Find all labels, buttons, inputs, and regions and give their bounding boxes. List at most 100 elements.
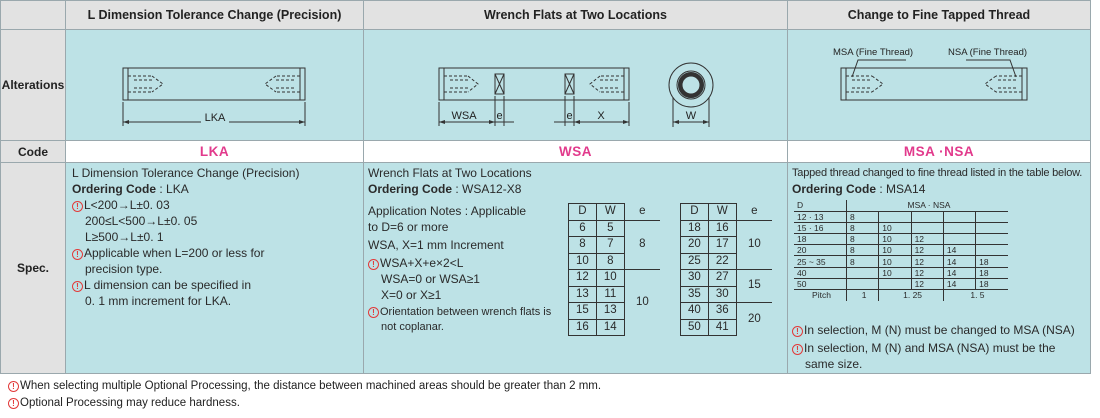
msa-note-2: !In selection, M (N) and MSA (NSA) must … (792, 341, 1055, 357)
nsa-fine-label: NSA (Fine Thread) (948, 47, 1027, 58)
note-icon: ! (368, 259, 379, 270)
note-icon: ! (72, 281, 83, 292)
wsa-drawing: WSA e e X W (438, 62, 714, 127)
msa-ordering-code: Ordering Code : MSA14 (792, 182, 926, 196)
footnote-1: !When selecting multiple Optional Proces… (8, 380, 601, 392)
th-d: D (568, 203, 597, 221)
lka-drawing-cell: LKA (65, 29, 364, 141)
note-icon: ! (8, 398, 19, 409)
code-msa: MSA ·NSA (787, 140, 1091, 163)
x-dim-label: X (597, 110, 605, 122)
wsa-rule-3: X=0 or X≥1 (381, 288, 442, 302)
footnote-2: !Optional Processing may reduce hardness… (8, 397, 240, 409)
msa-drawing: MSA (Fine Thread) NSA (Fine Thread) (833, 47, 1028, 101)
wsa-rule-1: !WSA+X+e×2<L (368, 256, 463, 272)
th-d: D (680, 203, 709, 221)
wsa-drawing-cell: WSA e e X W (363, 29, 788, 141)
th-e: e (735, 203, 772, 220)
end-view-outer (668, 62, 714, 108)
lka-tolerance-1: !L<200→L±0. 03 (72, 198, 170, 214)
header-wsa: Wrench Flats at Two Locations (363, 0, 788, 30)
lka-spec-cell: L Dimension Tolerance Change (Precision)… (65, 162, 364, 374)
code-wsa: WSA (363, 140, 788, 163)
wsa-spec-cell: Wrench Flats at Two Locations Ordering C… (363, 162, 788, 374)
header-lka: L Dimension Tolerance Change (Precision) (65, 0, 364, 30)
wsa-dim-label: WSA (451, 110, 477, 122)
msa-th-values: MSA · NSA (845, 200, 1008, 212)
note-icon: ! (8, 381, 19, 392)
wsa-app-notes-cont: to D=6 or more (368, 220, 449, 234)
row-label-alterations: Alterations (0, 29, 66, 141)
wrench-flat-right (564, 73, 575, 95)
lka-spec-title: L Dimension Tolerance Change (Precision) (72, 166, 300, 180)
e-dim-label-right: e (566, 110, 572, 122)
lka-tolerance-2: 200≤L<500→L±0. 05 (85, 214, 198, 228)
wsa-orientation-note: !Orientation between wrench flats is (368, 305, 551, 321)
th-w: W (595, 203, 625, 221)
wsa-increment: WSA, X=1 mm Increment (368, 238, 504, 252)
lka-note-2: !L dimension can be specified in (72, 278, 251, 294)
note-icon: ! (792, 344, 803, 355)
note-icon: ! (792, 326, 803, 337)
msa-spec-cell: Tapped thread changed to fine thread lis… (787, 162, 1091, 374)
e-dim-label-left: e (496, 110, 502, 122)
msa-note-2-cont: same size. (805, 357, 863, 371)
row-label-spec: Spec. (0, 162, 66, 374)
wsa-ordering-code: Ordering Code : WSA12-X8 (368, 182, 522, 196)
header-msa: Change to Fine Tapped Thread (787, 0, 1091, 30)
wsa-orientation-note-cont: not coplanar. (381, 321, 444, 333)
wsa-rule-2: WSA=0 or WSA≥1 (381, 272, 480, 286)
pin-body (122, 67, 306, 101)
pin-body-msa (840, 67, 1028, 101)
note-icon: ! (368, 307, 379, 318)
msa-fine-label: MSA (Fine Thread) (833, 47, 913, 58)
lka-dim-label: LKA (205, 112, 226, 124)
code-lka: LKA (65, 140, 364, 163)
th-e: e (623, 203, 660, 220)
note-icon: ! (72, 201, 83, 212)
msa-drawing-cell: MSA (Fine Thread) NSA (Fine Thread) (787, 29, 1091, 141)
msa-spec-title: Tapped thread changed to fine thread lis… (792, 167, 1083, 179)
msa-th-d: D (794, 200, 847, 212)
note-icon: ! (72, 249, 83, 260)
lka-tolerance-3: L≥500→L±0. 1 (85, 230, 164, 244)
wrench-flat-left (494, 73, 505, 95)
lka-drawing: LKA (122, 67, 306, 126)
wsa-spec-title: Wrench Flats at Two Locations (368, 166, 532, 180)
wsa-app-notes: Application Notes : Applicable (368, 204, 527, 218)
msa-note-1: !In selection, M (N) must be changed to … (792, 323, 1075, 339)
msa-pitch-row: Pitch 1 1. 25 1. 5 (794, 288, 1008, 301)
lka-note-1: !Applicable when L=200 or less for (72, 246, 264, 262)
header-corner (0, 0, 66, 30)
pin-body-wsa (438, 67, 630, 101)
lka-ordering-code: Ordering Code : LKA (72, 182, 189, 196)
th-w: W (707, 203, 737, 221)
row-label-code: Code (0, 140, 66, 163)
lka-note-2-cont: 0. 1 mm increment for LKA. (85, 294, 232, 308)
lka-note-1-cont: precision type. (85, 262, 163, 276)
w-dim-label: W (686, 110, 697, 122)
